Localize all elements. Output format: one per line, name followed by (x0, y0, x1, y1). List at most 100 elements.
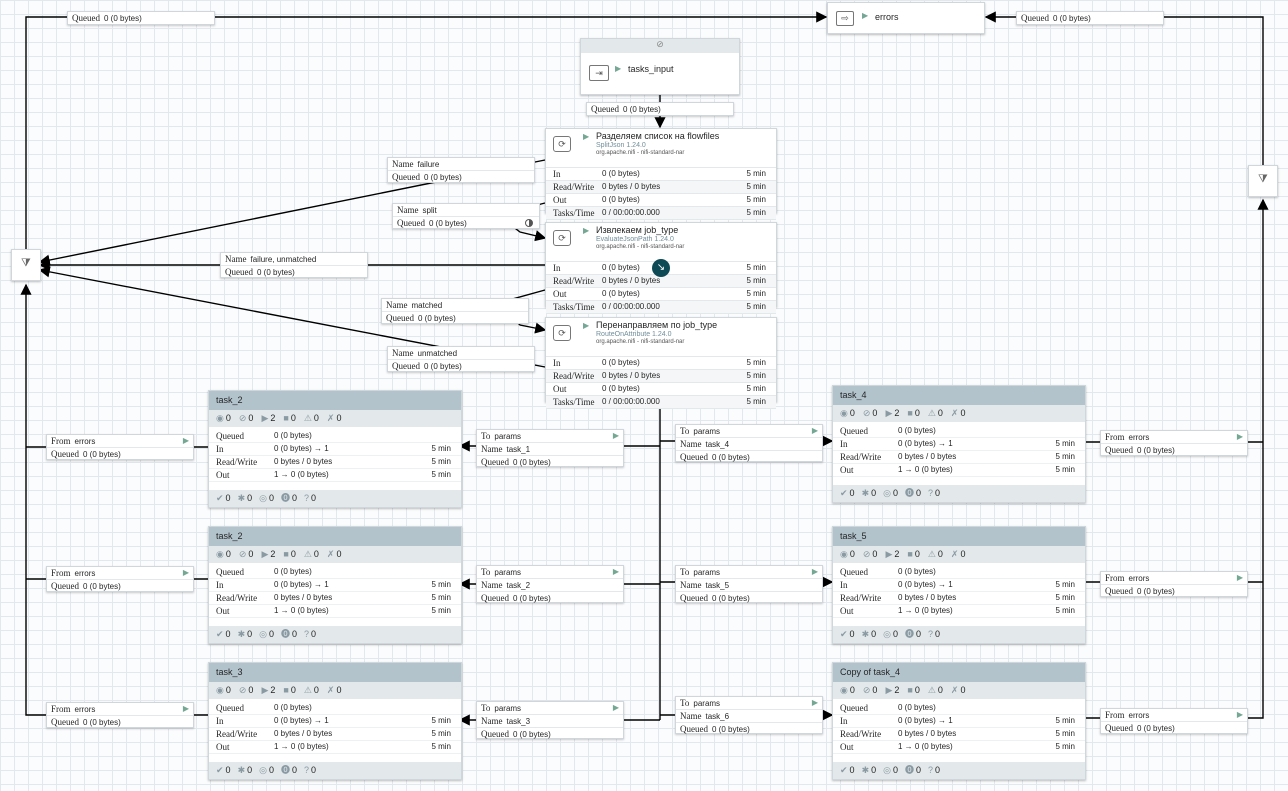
unknown-icon: ? (928, 488, 934, 498)
process-group-title: task_4 (833, 386, 1085, 405)
warning-icon: ⚠ (927, 549, 936, 559)
stale-icon: ◎ (259, 629, 267, 639)
play-icon: ▶ (182, 704, 189, 713)
process-group-title: task_2 (209, 527, 461, 546)
locally-modified-icon: ✱ (237, 493, 246, 503)
sync-failure-icon: ⓿ (905, 488, 915, 498)
process-group-counts: ◉0⊘0▶2■0⚠0✗0 (209, 546, 461, 563)
locally-modified-icon: ✱ (237, 629, 246, 639)
output-port-icon: ⇨ (836, 11, 854, 26)
play-icon: ▶ (261, 685, 269, 695)
play-icon: ▶ (811, 426, 818, 435)
sync-failure-icon: ⓿ (905, 629, 915, 639)
warning-icon: ⚠ (927, 408, 936, 418)
play-icon: ▶ (885, 685, 893, 695)
warning-icon: ⚠ (927, 685, 936, 695)
play-icon: ▶ (885, 408, 893, 418)
locally-modified-icon: ✱ (237, 765, 246, 775)
process-group-counts: ◉0⊘0▶2■0⚠0✗0 (209, 682, 461, 699)
status-stopped-icon: ⊘ (862, 549, 871, 559)
disabled-icon: ✗ (326, 549, 335, 559)
processor-route-on-attribute[interactable]: ⟳ ▶ Перенаправляем по job_type RouteOnAt… (545, 317, 777, 409)
status-stopped-icon: ⊘ (238, 549, 247, 559)
stop-icon: ■ (283, 549, 289, 559)
status-running-icon: ◉ (840, 549, 848, 559)
locally-modified-icon: ✱ (861, 765, 870, 775)
status-running-icon: ◉ (216, 549, 224, 559)
stale-icon: ◎ (259, 765, 267, 775)
processor-split-json[interactable]: ⟳ ▶ Разделяем список на flowfiles SplitJ… (545, 128, 777, 220)
process-group-title: task_2 (209, 391, 461, 410)
up-to-date-icon: ✔ (216, 765, 224, 775)
disabled-icon: ✗ (950, 549, 959, 559)
disabled-icon: ✗ (326, 413, 335, 423)
status-stopped-icon: ⊘ (862, 408, 871, 418)
status-stopped-icon: ⊘ (238, 413, 247, 423)
process-group-title: Copy of task_4 (833, 663, 1085, 682)
stop-icon: ■ (283, 685, 289, 695)
funnel-right[interactable]: ⧩ (1248, 165, 1278, 197)
stop-icon: ■ (283, 413, 289, 423)
play-icon: ▶ (612, 703, 619, 712)
play-icon: ▶ (261, 549, 269, 559)
funnel-left[interactable]: ⧩ (11, 249, 41, 281)
input-port-name: tasks_input (628, 64, 674, 74)
disabled-icon: ✗ (326, 685, 335, 695)
status-stopped-icon: ⊘ (238, 685, 247, 695)
status-running-icon: ◉ (216, 685, 224, 695)
play-icon: ▶ (615, 64, 622, 73)
play-icon: ▶ (1236, 710, 1243, 719)
play-icon: ▶ (612, 567, 619, 576)
status-running-icon: ◉ (216, 413, 224, 423)
processor-evaluate-json-path[interactable]: ⟳ ▶ Извлекаем job_type EvaluateJsonPath … (545, 222, 777, 314)
play-icon: ▶ (811, 698, 818, 707)
processor-icon: ⟳ (553, 230, 571, 246)
stale-icon: ◎ (883, 765, 891, 775)
unknown-icon: ? (304, 629, 310, 639)
up-to-date-icon: ✔ (216, 493, 224, 503)
stop-icon: ■ (907, 408, 913, 418)
input-port-tasks-input[interactable]: ⊘ ⇥ ▶ tasks_input (580, 38, 740, 95)
stop-icon: ■ (907, 685, 913, 695)
play-icon: ▶ (583, 132, 590, 141)
unknown-icon: ? (304, 765, 310, 775)
play-icon: ▶ (1236, 573, 1243, 582)
play-icon: ▶ (583, 226, 590, 235)
output-port-errors[interactable]: ⇨ ▶ errors (827, 2, 985, 34)
load-balance-icon (525, 219, 533, 227)
play-icon: ▶ (583, 321, 590, 330)
process-group-counts: ◉0⊘0▶2■0⚠0✗0 (833, 546, 1085, 563)
process-group-counts: ◉0⊘0▶2■0⚠0✗0 (209, 410, 461, 427)
unknown-icon: ? (928, 629, 934, 639)
